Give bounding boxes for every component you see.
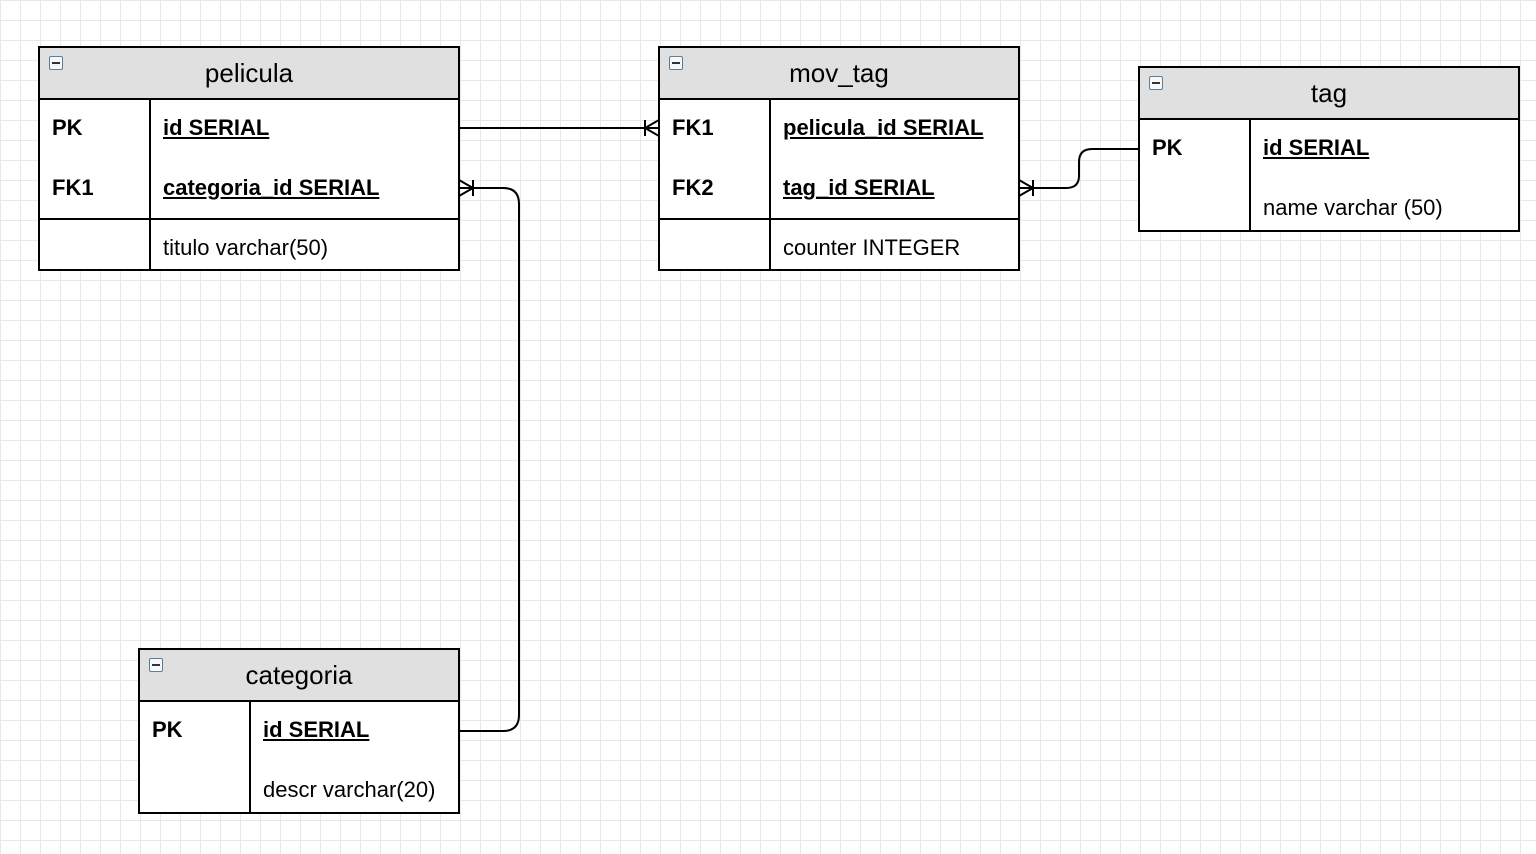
collapse-icon[interactable]: [1149, 76, 1163, 90]
entity-categoria[interactable]: categoria PK id SERIAL descr varchar(20): [138, 648, 460, 814]
key-field[interactable]: tag_id SERIAL: [783, 175, 935, 200]
key-label: PK: [152, 717, 183, 742]
entity-title: tag: [1310, 78, 1348, 108]
key-field[interactable]: id SERIAL: [163, 115, 270, 140]
key-section: FK1 FK2 pelicula_id SERIAL tag_id SERIAL: [660, 100, 1018, 220]
key-label: FK2: [672, 175, 714, 200]
relationship-categoria-pelicula[interactable]: [459, 187, 520, 732]
key-column: PK: [140, 702, 251, 812]
key-field[interactable]: categoria_id SERIAL: [163, 175, 380, 200]
key-field[interactable]: id SERIAL: [263, 717, 370, 742]
entity-mov-tag[interactable]: mov_tag FK1 FK2 pelicula_id SERIAL tag_i…: [658, 46, 1020, 271]
key-column: [40, 220, 151, 270]
attribute-field[interactable]: descr varchar(20): [263, 777, 436, 802]
crows-foot-mov-tag-fk1: [642, 119, 660, 137]
field-column: counter INTEGER: [771, 220, 1018, 270]
key-field[interactable]: pelicula_id SERIAL: [783, 115, 984, 140]
entity-title: categoria: [245, 660, 353, 690]
attribute-field[interactable]: counter INTEGER: [783, 235, 961, 260]
key-label: PK: [1152, 135, 1183, 160]
key-label: FK1: [52, 175, 94, 200]
key-section: PK id SERIAL name varchar (50): [1140, 120, 1518, 230]
field-column: id SERIAL descr varchar(20): [251, 702, 458, 812]
attribute-section: counter INTEGER: [660, 220, 1018, 270]
entity-header[interactable]: pelicula: [40, 48, 458, 100]
key-column: PK FK1: [40, 100, 151, 218]
attribute-section: titulo varchar(50): [40, 220, 458, 270]
field-column: titulo varchar(50): [151, 220, 458, 270]
crows-foot-pelicula-fk1: [458, 179, 476, 197]
entity-header[interactable]: mov_tag: [660, 48, 1018, 100]
key-column: PK: [1140, 120, 1251, 230]
entity-header[interactable]: tag: [1140, 68, 1518, 120]
key-column: [660, 220, 771, 270]
collapse-icon[interactable]: [669, 56, 683, 70]
attribute-field[interactable]: titulo varchar(50): [163, 235, 329, 260]
crows-foot-mov-tag-fk2: [1018, 179, 1036, 197]
key-section: PK FK1 id SERIAL categoria_id SERIAL: [40, 100, 458, 220]
field-column: id SERIAL name varchar (50): [1251, 120, 1518, 230]
entity-header[interactable]: categoria: [140, 650, 458, 702]
key-field[interactable]: id SERIAL: [1263, 135, 1370, 160]
relationship-tag-mov-tag[interactable]: [1019, 148, 1139, 189]
field-column: pelicula_id SERIAL tag_id SERIAL: [771, 100, 1018, 218]
collapse-icon[interactable]: [149, 658, 163, 672]
collapse-icon[interactable]: [49, 56, 63, 70]
key-column: FK1 FK2: [660, 100, 771, 218]
field-column: id SERIAL categoria_id SERIAL: [151, 100, 458, 218]
key-label: PK: [52, 115, 83, 140]
entity-title: mov_tag: [789, 58, 889, 88]
entity-pelicula[interactable]: pelicula PK FK1 id SERIAL categoria_id S…: [38, 46, 460, 271]
attribute-field[interactable]: name varchar (50): [1263, 195, 1443, 220]
key-label: FK1: [672, 115, 714, 140]
entity-tag[interactable]: tag PK id SERIAL name varchar (50): [1138, 66, 1520, 232]
key-section: PK id SERIAL descr varchar(20): [140, 702, 458, 812]
entity-title: pelicula: [204, 58, 294, 88]
